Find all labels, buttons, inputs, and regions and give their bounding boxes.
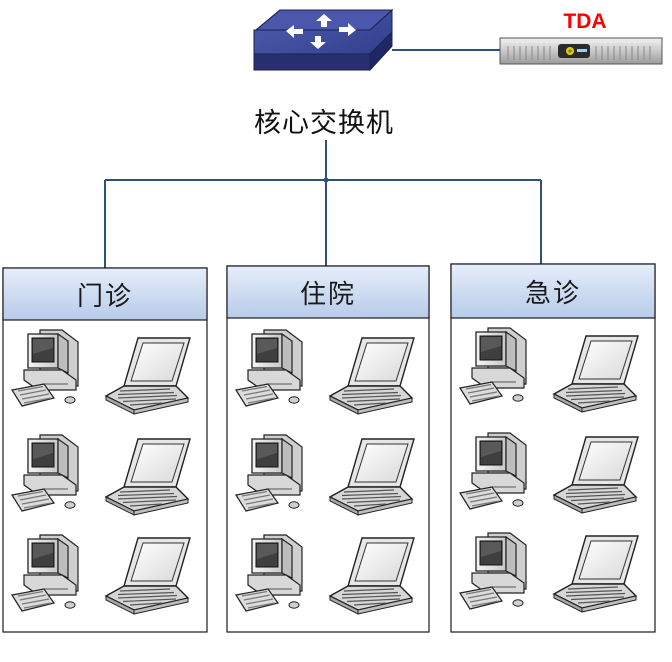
tda-label: TDA [563,10,607,33]
connection-lines [104,49,542,268]
core-switch-label: 核心交换机 [254,108,394,139]
core-switch-icon[interactable] [253,8,394,72]
department-1-title: 门诊 [76,282,133,312]
bus-junction [323,177,329,183]
department-2-title: 住院 [299,280,356,310]
department-panel-3 [450,263,656,633]
department-panel-1 [2,267,208,633]
department-3-title: 急诊 [524,279,581,309]
rack-server-icon[interactable] [499,37,663,65]
department-panel-2 [226,265,430,633]
